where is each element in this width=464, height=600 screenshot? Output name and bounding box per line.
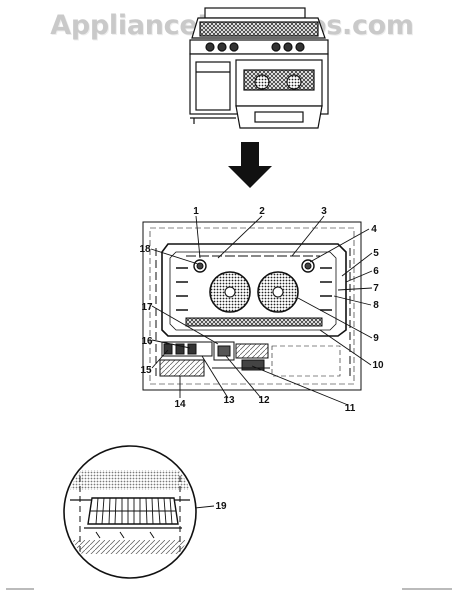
callout-19: 19 (215, 501, 227, 512)
callout-6: 6 (373, 266, 379, 277)
callout-7: 7 (373, 283, 379, 294)
callout-5: 5 (373, 248, 379, 259)
callout-1: 1 (193, 206, 199, 217)
rack-magnifier (63, 445, 197, 579)
footer-marks (6, 588, 452, 590)
callout-10: 10 (372, 360, 384, 371)
callout-4: 4 (371, 224, 377, 235)
callout-11: 11 (345, 403, 356, 414)
callout-14: 14 (174, 399, 186, 410)
callout-12: 12 (258, 395, 270, 406)
callout-17: 17 (141, 302, 153, 313)
leader-lines (150, 215, 373, 511)
callout-13: 13 (223, 395, 235, 406)
callout-15: 15 (140, 365, 152, 376)
oven-cavity-detail (142, 221, 362, 391)
callout-8: 8 (373, 300, 379, 311)
callout-2: 2 (259, 206, 265, 217)
callout-labels: 1 2 3 4 5 6 7 8 9 10 11 12 13 14 15 16 1… (139, 206, 384, 512)
down-arrow (228, 142, 272, 188)
callout-9: 9 (373, 333, 379, 344)
callout-3: 3 (321, 206, 327, 217)
callout-18: 18 (139, 244, 151, 255)
range-overview (189, 7, 329, 129)
callout-16: 16 (141, 336, 153, 347)
